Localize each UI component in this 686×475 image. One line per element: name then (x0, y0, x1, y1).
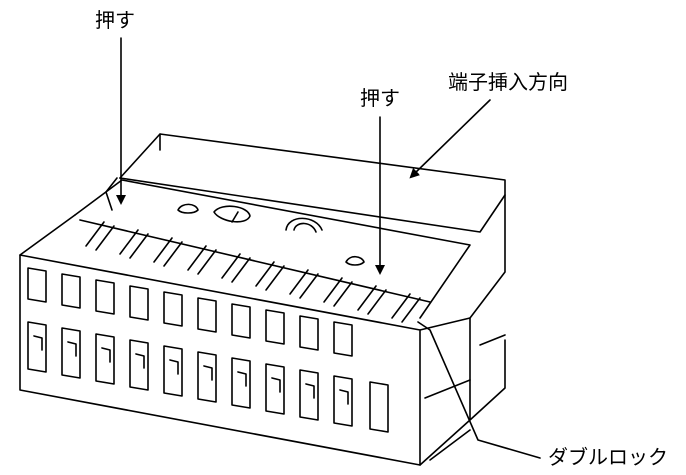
insert-direction-label: 端子挿入方向 (448, 70, 568, 94)
push-label-right: 押す (360, 86, 400, 110)
double-lock-label: ダブルロック (548, 445, 668, 469)
front-housing (19, 214, 506, 466)
annotation-arrows (116, 37, 541, 459)
front-cavities (27, 267, 389, 433)
back-housing (119, 133, 506, 319)
lever-embossed-marks (177, 203, 365, 266)
lock-lever (74, 177, 471, 319)
top-slot-row (85, 221, 421, 323)
insert-direction-arrow (409, 99, 491, 179)
double-lock-leader (417, 321, 541, 459)
push-label-left: 押す (95, 8, 135, 32)
